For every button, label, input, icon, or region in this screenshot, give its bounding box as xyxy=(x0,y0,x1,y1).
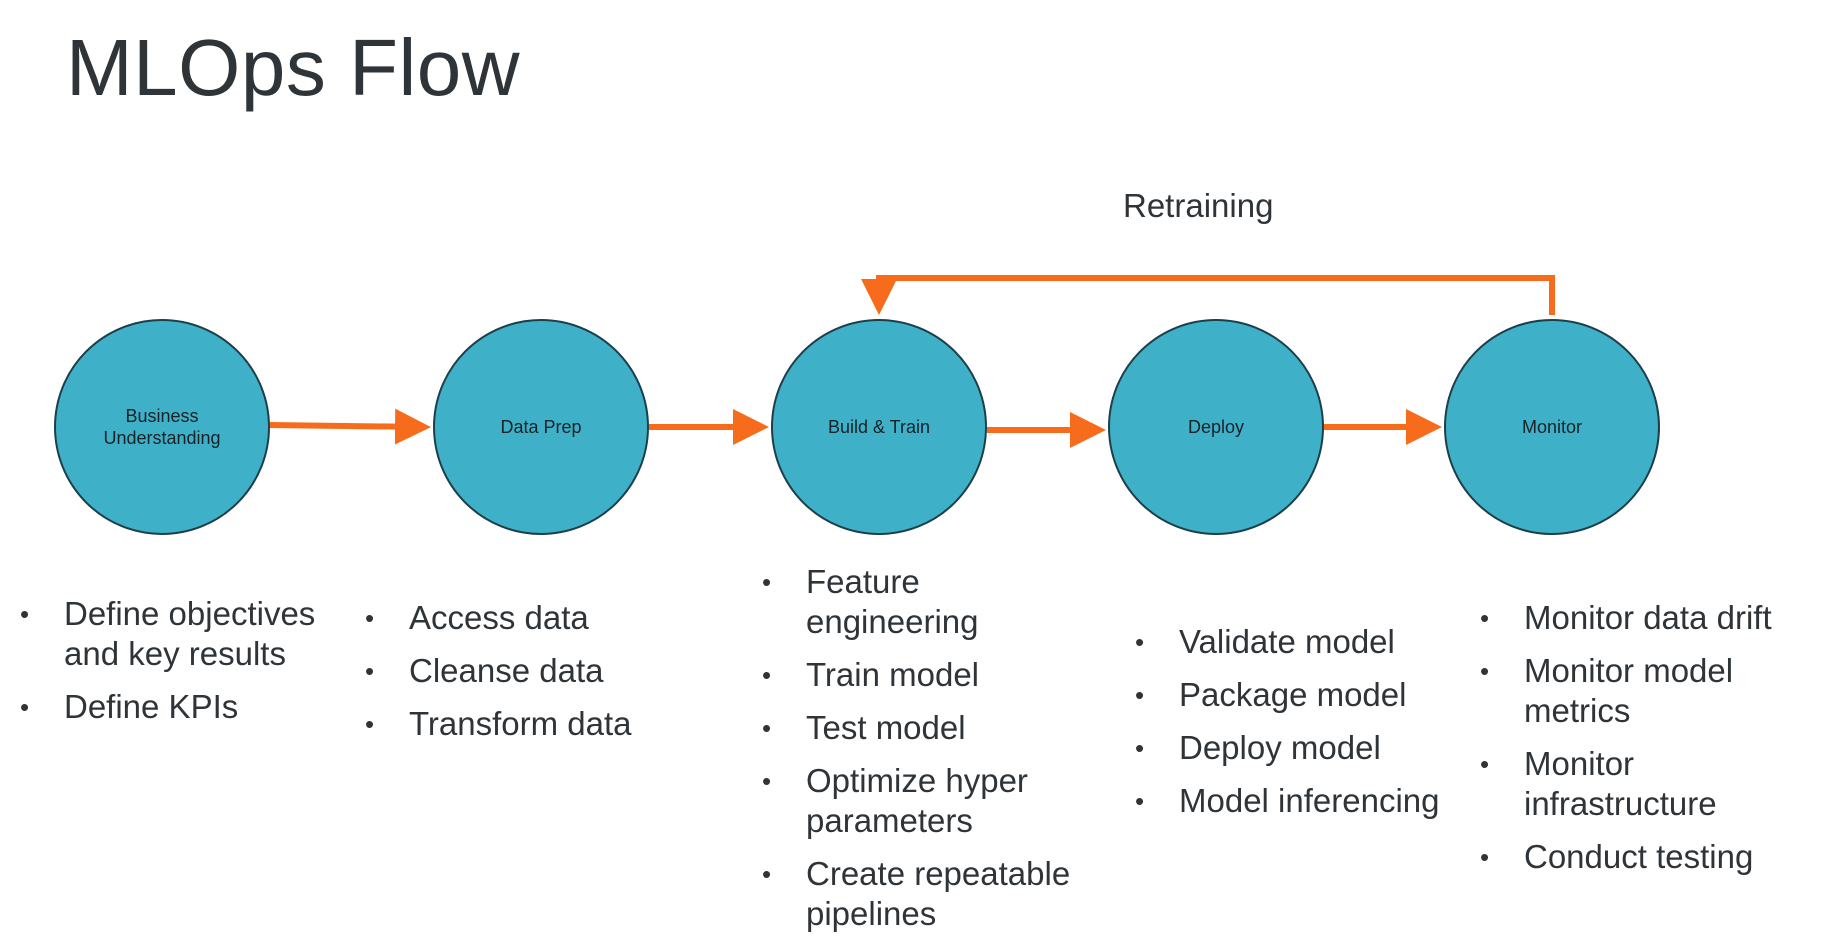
list-item: Monitor model metrics xyxy=(1476,651,1816,731)
deploy-bullets: Validate model Package model Deploy mode… xyxy=(1131,622,1481,834)
data-prep-bullets: Access data Cleanse data Transform data xyxy=(361,598,691,757)
list-item: Feature engineering xyxy=(758,562,1078,642)
stage-label: Build & Train xyxy=(827,417,931,437)
business-understanding-bullets: Define objectives and key results Define… xyxy=(16,594,336,740)
list-item: Transform data xyxy=(361,704,691,744)
list-item: Define KPIs xyxy=(16,687,336,727)
stage-deploy[interactable]: Deploy xyxy=(1108,319,1324,535)
stage-build-train[interactable]: Build & Train xyxy=(771,319,987,535)
arrow-business-to-data-prep xyxy=(269,408,431,445)
arrow-retraining-loop xyxy=(861,275,1555,315)
stage-business-understanding[interactable]: Business Understanding xyxy=(54,319,270,535)
page-title: MLOps Flow xyxy=(66,23,520,112)
list-item: Access data xyxy=(361,598,691,638)
stage-label: Data Prep xyxy=(500,417,582,437)
list-item: Test model xyxy=(758,708,1078,748)
monitor-bullets: Monitor data drift Monitor model metrics… xyxy=(1476,598,1816,890)
list-item: Deploy model xyxy=(1131,728,1481,768)
list-item: Validate model xyxy=(1131,622,1481,662)
build-train-bullets: Feature engineering Train model Test mod… xyxy=(758,562,1078,946)
list-item: Optimize hyper parameters xyxy=(758,761,1078,841)
list-item: Cleanse data xyxy=(361,651,691,691)
stage-label: Business Understanding xyxy=(103,406,221,448)
stage-monitor[interactable]: Monitor xyxy=(1444,319,1660,535)
list-item: Monitor data drift xyxy=(1476,598,1816,638)
retraining-label: Retraining xyxy=(1123,187,1274,224)
stage-data-prep[interactable]: Data Prep xyxy=(433,319,649,535)
list-item: Train model xyxy=(758,655,1078,695)
list-item: Model inferencing xyxy=(1131,781,1481,821)
list-item: Create repeatable pipelines xyxy=(758,854,1078,934)
stage-label: Deploy xyxy=(1187,417,1245,437)
list-item: Conduct testing xyxy=(1476,837,1816,877)
arrow-layer xyxy=(269,275,1555,448)
stage-label: Monitor xyxy=(1521,417,1583,437)
list-item: Define objectives and key results xyxy=(16,594,336,674)
list-item: Monitor infrastructure xyxy=(1476,744,1816,824)
list-item: Package model xyxy=(1131,675,1481,715)
